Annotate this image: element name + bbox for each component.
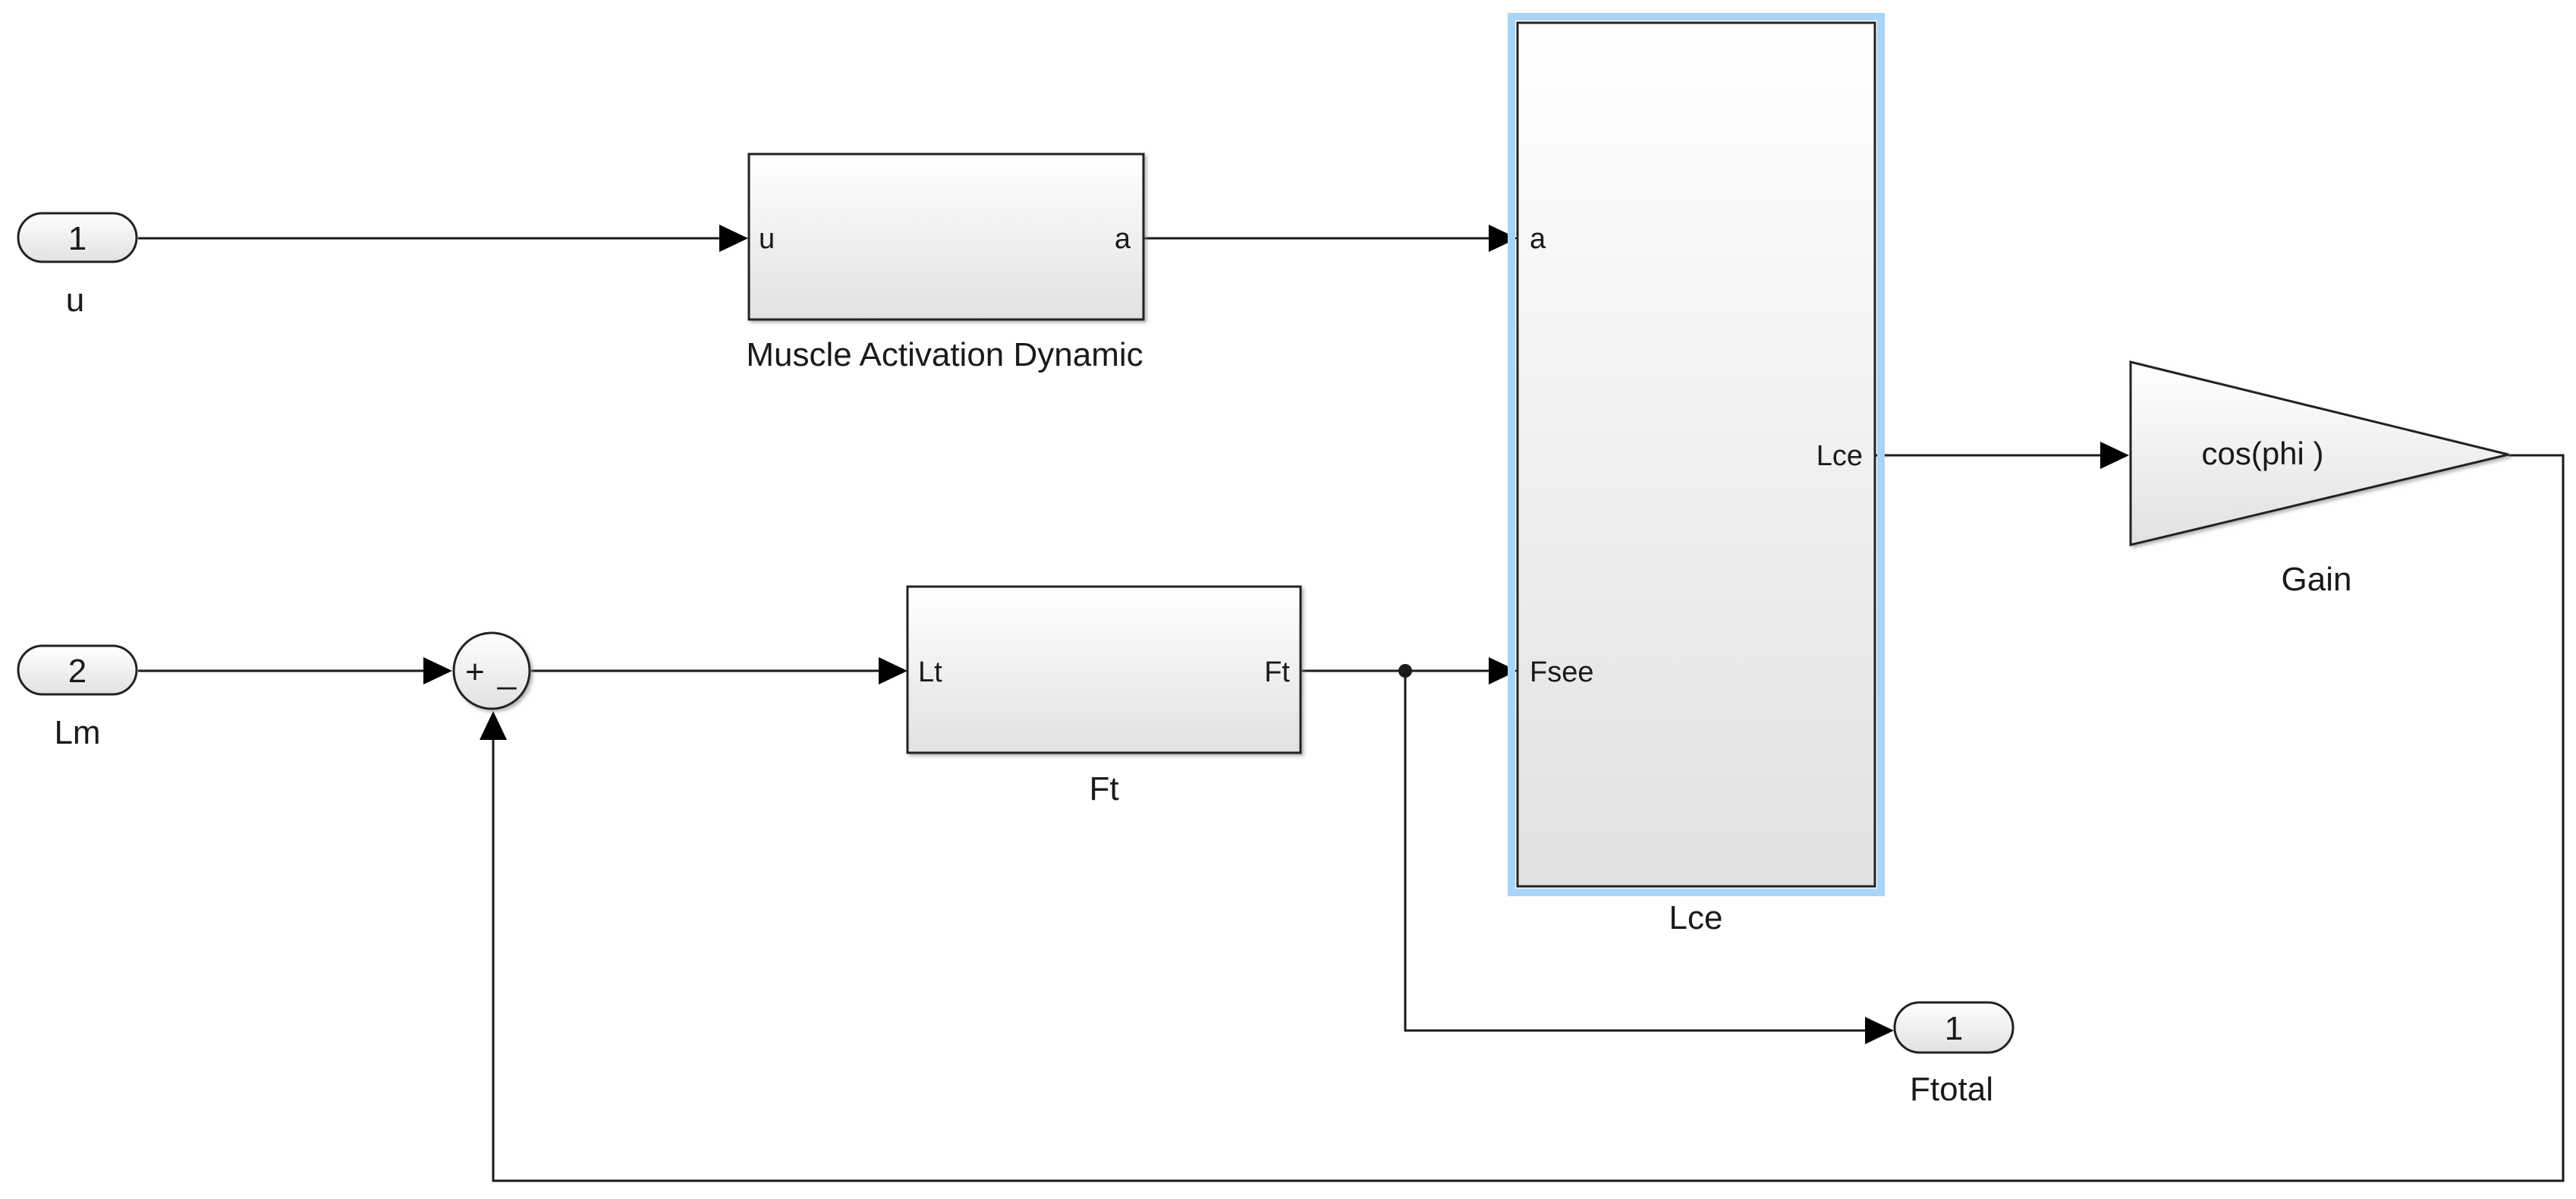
arrowhead-ftotal: [1865, 1017, 1894, 1044]
gain-block[interactable]: cos(phi ) Gain: [2129, 360, 2509, 598]
arrowhead-sum-plus: [423, 657, 452, 684]
inport-lm[interactable]: 2 Lm: [17, 644, 138, 751]
lce-body[interactable]: [1516, 21, 1876, 888]
lce-block[interactable]: a Fsee Lce Lce: [1508, 13, 1885, 936]
ft-body[interactable]: [906, 585, 1302, 754]
inport-u-number: 1: [68, 220, 86, 257]
outport-ftotal-number: 1: [1945, 1010, 1963, 1047]
ft-label: Ft: [1089, 770, 1118, 807]
line-gain-feedback[interactable]: [492, 454, 2565, 1182]
ft-output-port: Ft: [1264, 656, 1290, 688]
lce-label: Lce: [1669, 899, 1723, 936]
outport-ftotal[interactable]: 1 Ftotal: [1893, 1001, 2015, 1108]
gain-label: Gain: [2282, 561, 2352, 598]
signal-lines: [138, 225, 2565, 1182]
muscle-activation-input-port: u: [759, 223, 775, 255]
arrowhead-ft-lt: [879, 657, 907, 684]
gain-triangle[interactable]: [2129, 360, 2509, 546]
inport-u[interactable]: 1 u: [17, 212, 138, 319]
arrowhead-lce-a: [1489, 225, 1518, 252]
inport-u-label: u: [66, 282, 84, 319]
outport-ftotal-label: Ftotal: [1910, 1071, 1993, 1108]
sum-plus-sign: +: [465, 653, 485, 691]
inport-u-shape[interactable]: [17, 212, 138, 263]
sum-circle[interactable]: [452, 631, 531, 710]
sum-block[interactable]: + _: [452, 631, 531, 710]
ft-block[interactable]: Lt Ft Ft: [906, 585, 1302, 807]
arrowhead-lce-fsee: [1489, 657, 1518, 684]
muscle-activation-body[interactable]: [747, 153, 1145, 321]
muscle-activation-label: Muscle Activation Dynamic: [746, 336, 1143, 373]
lce-input-port-a: a: [1530, 223, 1546, 255]
lce-input-port-fsee: Fsee: [1530, 656, 1593, 688]
ft-input-port: Lt: [918, 656, 942, 688]
inport-lm-number: 2: [68, 653, 86, 690]
lce-selection-outline: [1508, 13, 1885, 896]
arrowhead-sum-minus: [480, 711, 507, 740]
muscle-activation-output-port: a: [1115, 223, 1131, 255]
arrowhead-activation-u: [719, 225, 748, 252]
arrowhead-gain: [2100, 442, 2129, 469]
inport-lm-label: Lm: [54, 714, 100, 751]
muscle-activation-block[interactable]: u a Muscle Activation Dynamic: [746, 153, 1145, 373]
gain-expression: cos(phi ): [2201, 436, 2323, 471]
outport-ftotal-shape[interactable]: [1893, 1001, 2015, 1054]
line-branch-to-ftotal[interactable]: [1404, 671, 1865, 1032]
inport-lm-shape[interactable]: [17, 644, 138, 696]
lce-output-port: Lce: [1816, 440, 1863, 472]
sum-minus-sign: _: [497, 653, 517, 691]
